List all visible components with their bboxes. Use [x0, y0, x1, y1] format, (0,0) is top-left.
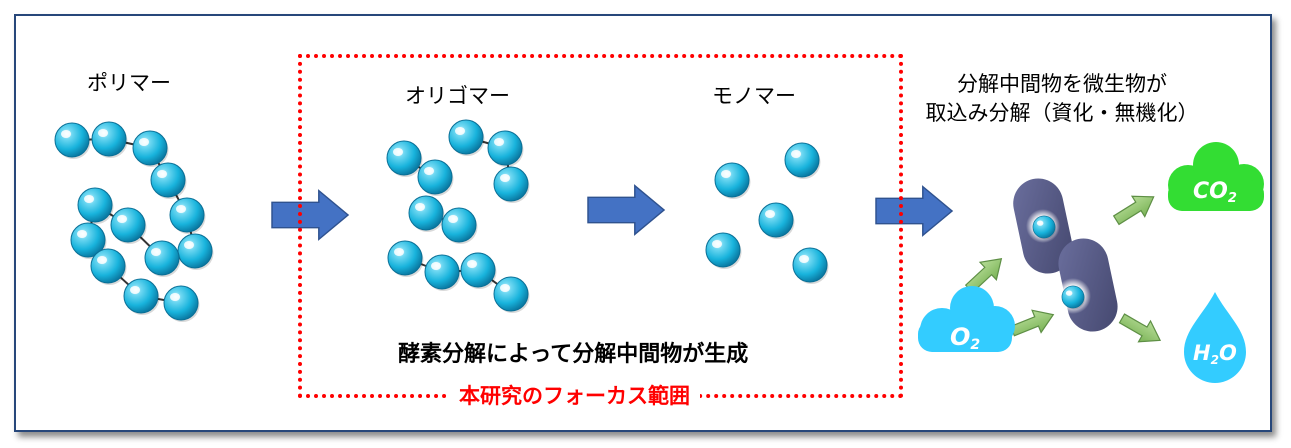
polymer-label: ポリマー: [87, 71, 171, 95]
cloud-icon: CO2: [1168, 142, 1264, 211]
oligomer-group: [386, 119, 530, 314]
molecule-icon: [90, 248, 127, 286]
polymer-chain: [54, 121, 214, 323]
small-arrow-icon: [1115, 307, 1167, 352]
molecule-icon: [169, 197, 206, 235]
molecule-icon: [150, 162, 187, 200]
co2-label: CO2: [1193, 179, 1237, 206]
enzyme-caption: 酵素分解によって分解中間物が生成: [398, 342, 749, 367]
o2-label: O2: [950, 323, 980, 353]
small-arrow-icon: [1007, 302, 1059, 343]
monomer-label: モノマー: [712, 84, 796, 108]
molecule-icon: [132, 130, 169, 168]
molecule-icon: [177, 233, 214, 271]
microbe-icon: [1055, 238, 1118, 332]
focus-area-label: 本研究のフォーカス範囲: [449, 380, 700, 410]
microbe-icon: [1013, 178, 1073, 274]
h2o-label: H2O: [1193, 341, 1237, 367]
molecule-icon: [123, 278, 160, 316]
small-arrow-icon: [1109, 186, 1161, 231]
microbe-description-line1: 分解中間物を微生物が: [957, 72, 1167, 96]
cloud-icon: O2: [918, 286, 1015, 353]
molecule-icon: [54, 122, 91, 160]
molecule-icon: [163, 285, 200, 323]
oligomer-label: オリゴマー: [405, 84, 510, 108]
water-drop-icon: H2O: [1184, 292, 1246, 383]
microbe-description: 分解中間物を微生物が 取込み分解（資化・無機化）: [912, 70, 1212, 128]
molecule-icon: [91, 121, 128, 159]
molecule-icon: [77, 187, 114, 225]
molecule-icon: [110, 207, 147, 245]
microbe-description-line2: 取込み分解（資化・無機化）: [925, 101, 1199, 125]
molecule-icon: [144, 240, 181, 278]
